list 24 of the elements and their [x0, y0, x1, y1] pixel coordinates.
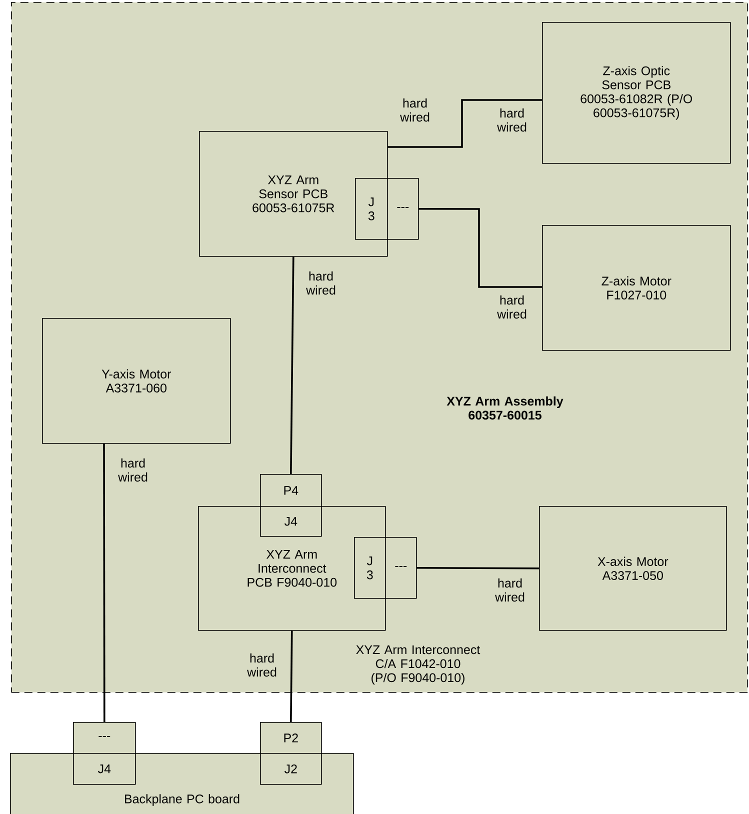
edge-label: hard wired: [241, 652, 283, 678]
connector-box: J 3: [355, 178, 388, 240]
connector-box: J4: [73, 753, 136, 785]
edge-label: hard wired: [491, 107, 533, 133]
cable-label: XYZ Arm Interconnect C/A F1042-010 (P/O F9040-010): [342, 644, 494, 686]
edge-label: hard wired: [491, 294, 533, 320]
board-label: Backplane PC board: [125, 794, 240, 806]
motor-box: Z-axis Motor F1027-010: [542, 225, 731, 351]
connector-box: P4: [260, 474, 322, 507]
connector-box: ---: [387, 178, 419, 240]
edge-label: hard wired: [300, 270, 342, 296]
connector-box: P2: [260, 722, 322, 754]
wire-label: hard wired: [394, 97, 436, 123]
assembly-title: XYZ Arm Assembly 60357-60015: [446, 396, 564, 420]
connector-box: J2: [260, 753, 322, 785]
edge-label: hard wired: [112, 457, 154, 483]
connector-box: ---: [385, 537, 417, 599]
connector-box: J4: [260, 506, 322, 537]
connector-box: ---: [73, 722, 136, 754]
motor-box: Y-axis Motor A3371-060: [42, 318, 231, 444]
pcb-box: Z-axis Optic Sensor PCB 60053-61082R (P/O 60053-61075R): [542, 22, 731, 164]
edge-label: hard wired: [489, 577, 531, 603]
connector-box: J 3: [354, 537, 386, 599]
motor-box: X-axis Motor A3371-050: [539, 506, 727, 631]
